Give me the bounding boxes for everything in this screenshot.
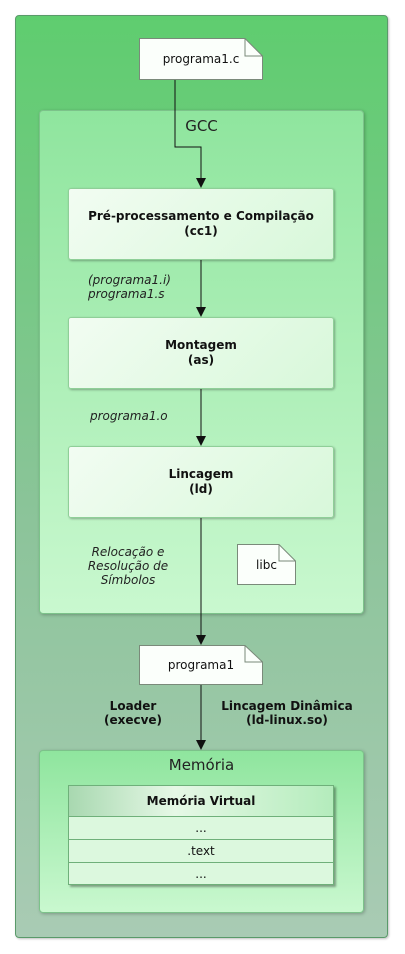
gcc-title: GCC xyxy=(185,117,218,135)
compile-step: Pré-processamento e Compilação (cc1) xyxy=(68,188,334,260)
link-note-line-3: Símbolos xyxy=(100,573,156,587)
document-icon xyxy=(237,544,296,585)
executable-label: programa1 xyxy=(167,658,235,672)
link-note: Relocação e Resolução de Símbolos xyxy=(80,545,176,587)
compile-step-name: Pré-processamento e Compilação xyxy=(88,209,314,223)
document-icon xyxy=(139,38,263,80)
dynamic-linking-name: Lincagem Dinâmica xyxy=(221,699,353,713)
memory-row: ... xyxy=(69,817,333,840)
link-note-line-2: Resolução de xyxy=(87,559,169,573)
libc-label: libc xyxy=(256,558,277,572)
compile-output-s: programa1.s xyxy=(88,287,165,301)
link-note-line-1: Relocação e xyxy=(91,545,165,559)
dynamic-linking-label: Lincagem Dinâmica (ld-linux.so) xyxy=(212,699,362,727)
libc-node: libc xyxy=(237,544,296,585)
memory-row: ... xyxy=(195,867,207,881)
compile-output-i: (programa1.i) xyxy=(88,273,171,287)
assemble-output-note: programa1.o xyxy=(90,409,168,423)
executable-node: programa1 xyxy=(139,645,263,685)
compile-step-tool: (cc1) xyxy=(184,224,218,238)
loader-name: Loader xyxy=(109,699,157,713)
assemble-step-tool: (as) xyxy=(187,353,215,367)
link-step-tool: (ld) xyxy=(189,482,213,496)
loader-label: Loader (execve) xyxy=(92,699,174,727)
loader-syscall: (execve) xyxy=(103,713,163,727)
assemble-step-name: Montagem xyxy=(165,338,237,352)
source-file-label: programa1.c xyxy=(162,52,240,66)
memory-row: .text xyxy=(69,840,333,863)
memory-title: Memória xyxy=(168,756,235,774)
compile-output-note: (programa1.i) programa1.s xyxy=(88,273,171,301)
virtual-memory-table: Memória Virtual ... .text ... xyxy=(68,785,334,885)
source-file-node: programa1.c xyxy=(139,38,263,80)
assemble-step: Montagem (as) xyxy=(68,317,334,389)
arrow-source-to-compile xyxy=(174,80,206,188)
link-step: Lincagem (ld) xyxy=(68,446,334,518)
link-step-name: Lincagem xyxy=(168,467,234,481)
dynamic-linking-tool: (ld-linux.so) xyxy=(246,713,328,727)
virtual-memory-header: Memória Virtual xyxy=(69,786,333,817)
document-icon xyxy=(139,645,263,685)
